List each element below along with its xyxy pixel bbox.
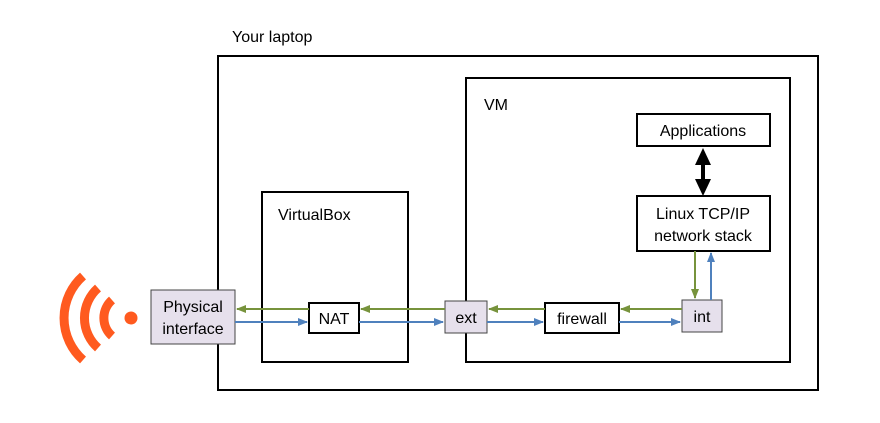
applications-box: [636, 113, 771, 147]
wifi-signal-icon: [59, 272, 138, 364]
nat-box: [308, 302, 360, 334]
nat-label: NAT: [319, 311, 350, 328]
wifi-signal-arc-inner: [99, 296, 116, 340]
vm-label: VM: [484, 97, 508, 114]
virtualbox-box: [261, 191, 409, 363]
laptop-box: [217, 55, 819, 391]
virtualbox-label: VirtualBox: [278, 207, 351, 224]
network-stack-box: [636, 195, 771, 252]
network-stack-label-line1: Linux TCP/IP: [656, 206, 750, 223]
app-stack-arrow-head-down: [695, 179, 711, 196]
int-interface-box: [681, 299, 723, 333]
app-stack-arrow: [695, 148, 711, 196]
ext-interface-label: ext: [455, 310, 477, 327]
physical-interface-label-line2: interface: [162, 321, 223, 338]
vm-box: [465, 77, 791, 363]
outbound-arrows: [236, 251, 699, 313]
physical-interface-label-line1: Physical: [163, 299, 223, 316]
physical-interface-box: [150, 289, 236, 345]
firewall-label: firewall: [557, 311, 607, 328]
ext-interface-box: [444, 300, 488, 334]
wifi-signal-dot: [124, 311, 138, 325]
applications-label: Applications: [660, 123, 746, 140]
wifi-signal-arc-middle: [80, 284, 102, 352]
laptop-label: Your laptop: [232, 29, 312, 46]
app-stack-arrow-head-up: [695, 148, 711, 165]
firewall-box: [544, 302, 620, 334]
inbound-arrows: [235, 252, 715, 326]
int-interface-label: int: [694, 309, 711, 326]
network-stack-label-line2: network stack: [654, 228, 753, 245]
wifi-signal-arc-outer: [59, 272, 87, 364]
